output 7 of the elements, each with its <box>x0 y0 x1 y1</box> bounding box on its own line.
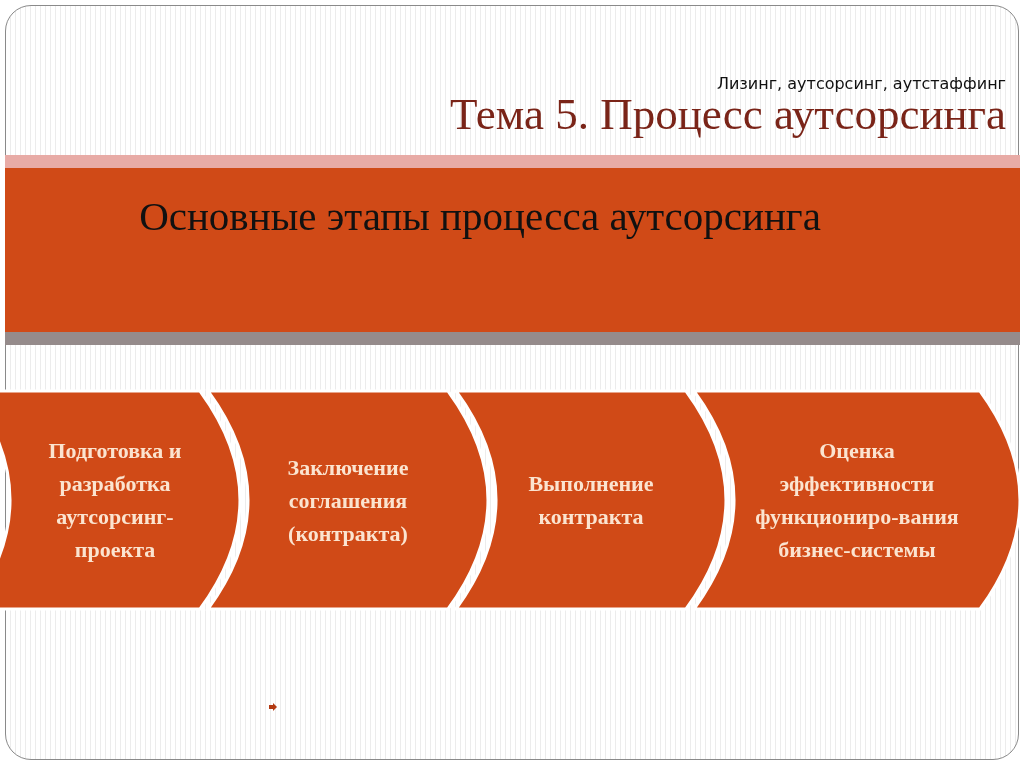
heading-band <box>5 168 1020 332</box>
stage-text: Подготовка и разработка аутсорсинг-проекта <box>47 437 183 564</box>
stage-text: Выполнение контракта <box>527 470 655 531</box>
slide-subtitle: Лизинг, аутсорсинг, аутстаффинг <box>716 74 1006 93</box>
band-heading: Основные этапы процесса аутсорсинга <box>138 192 822 240</box>
stage-text: Заключение соглашения (контракта) <box>286 453 410 548</box>
stage-text: Оценка эффективности функциониро-вания бизнес-системы <box>754 437 960 564</box>
